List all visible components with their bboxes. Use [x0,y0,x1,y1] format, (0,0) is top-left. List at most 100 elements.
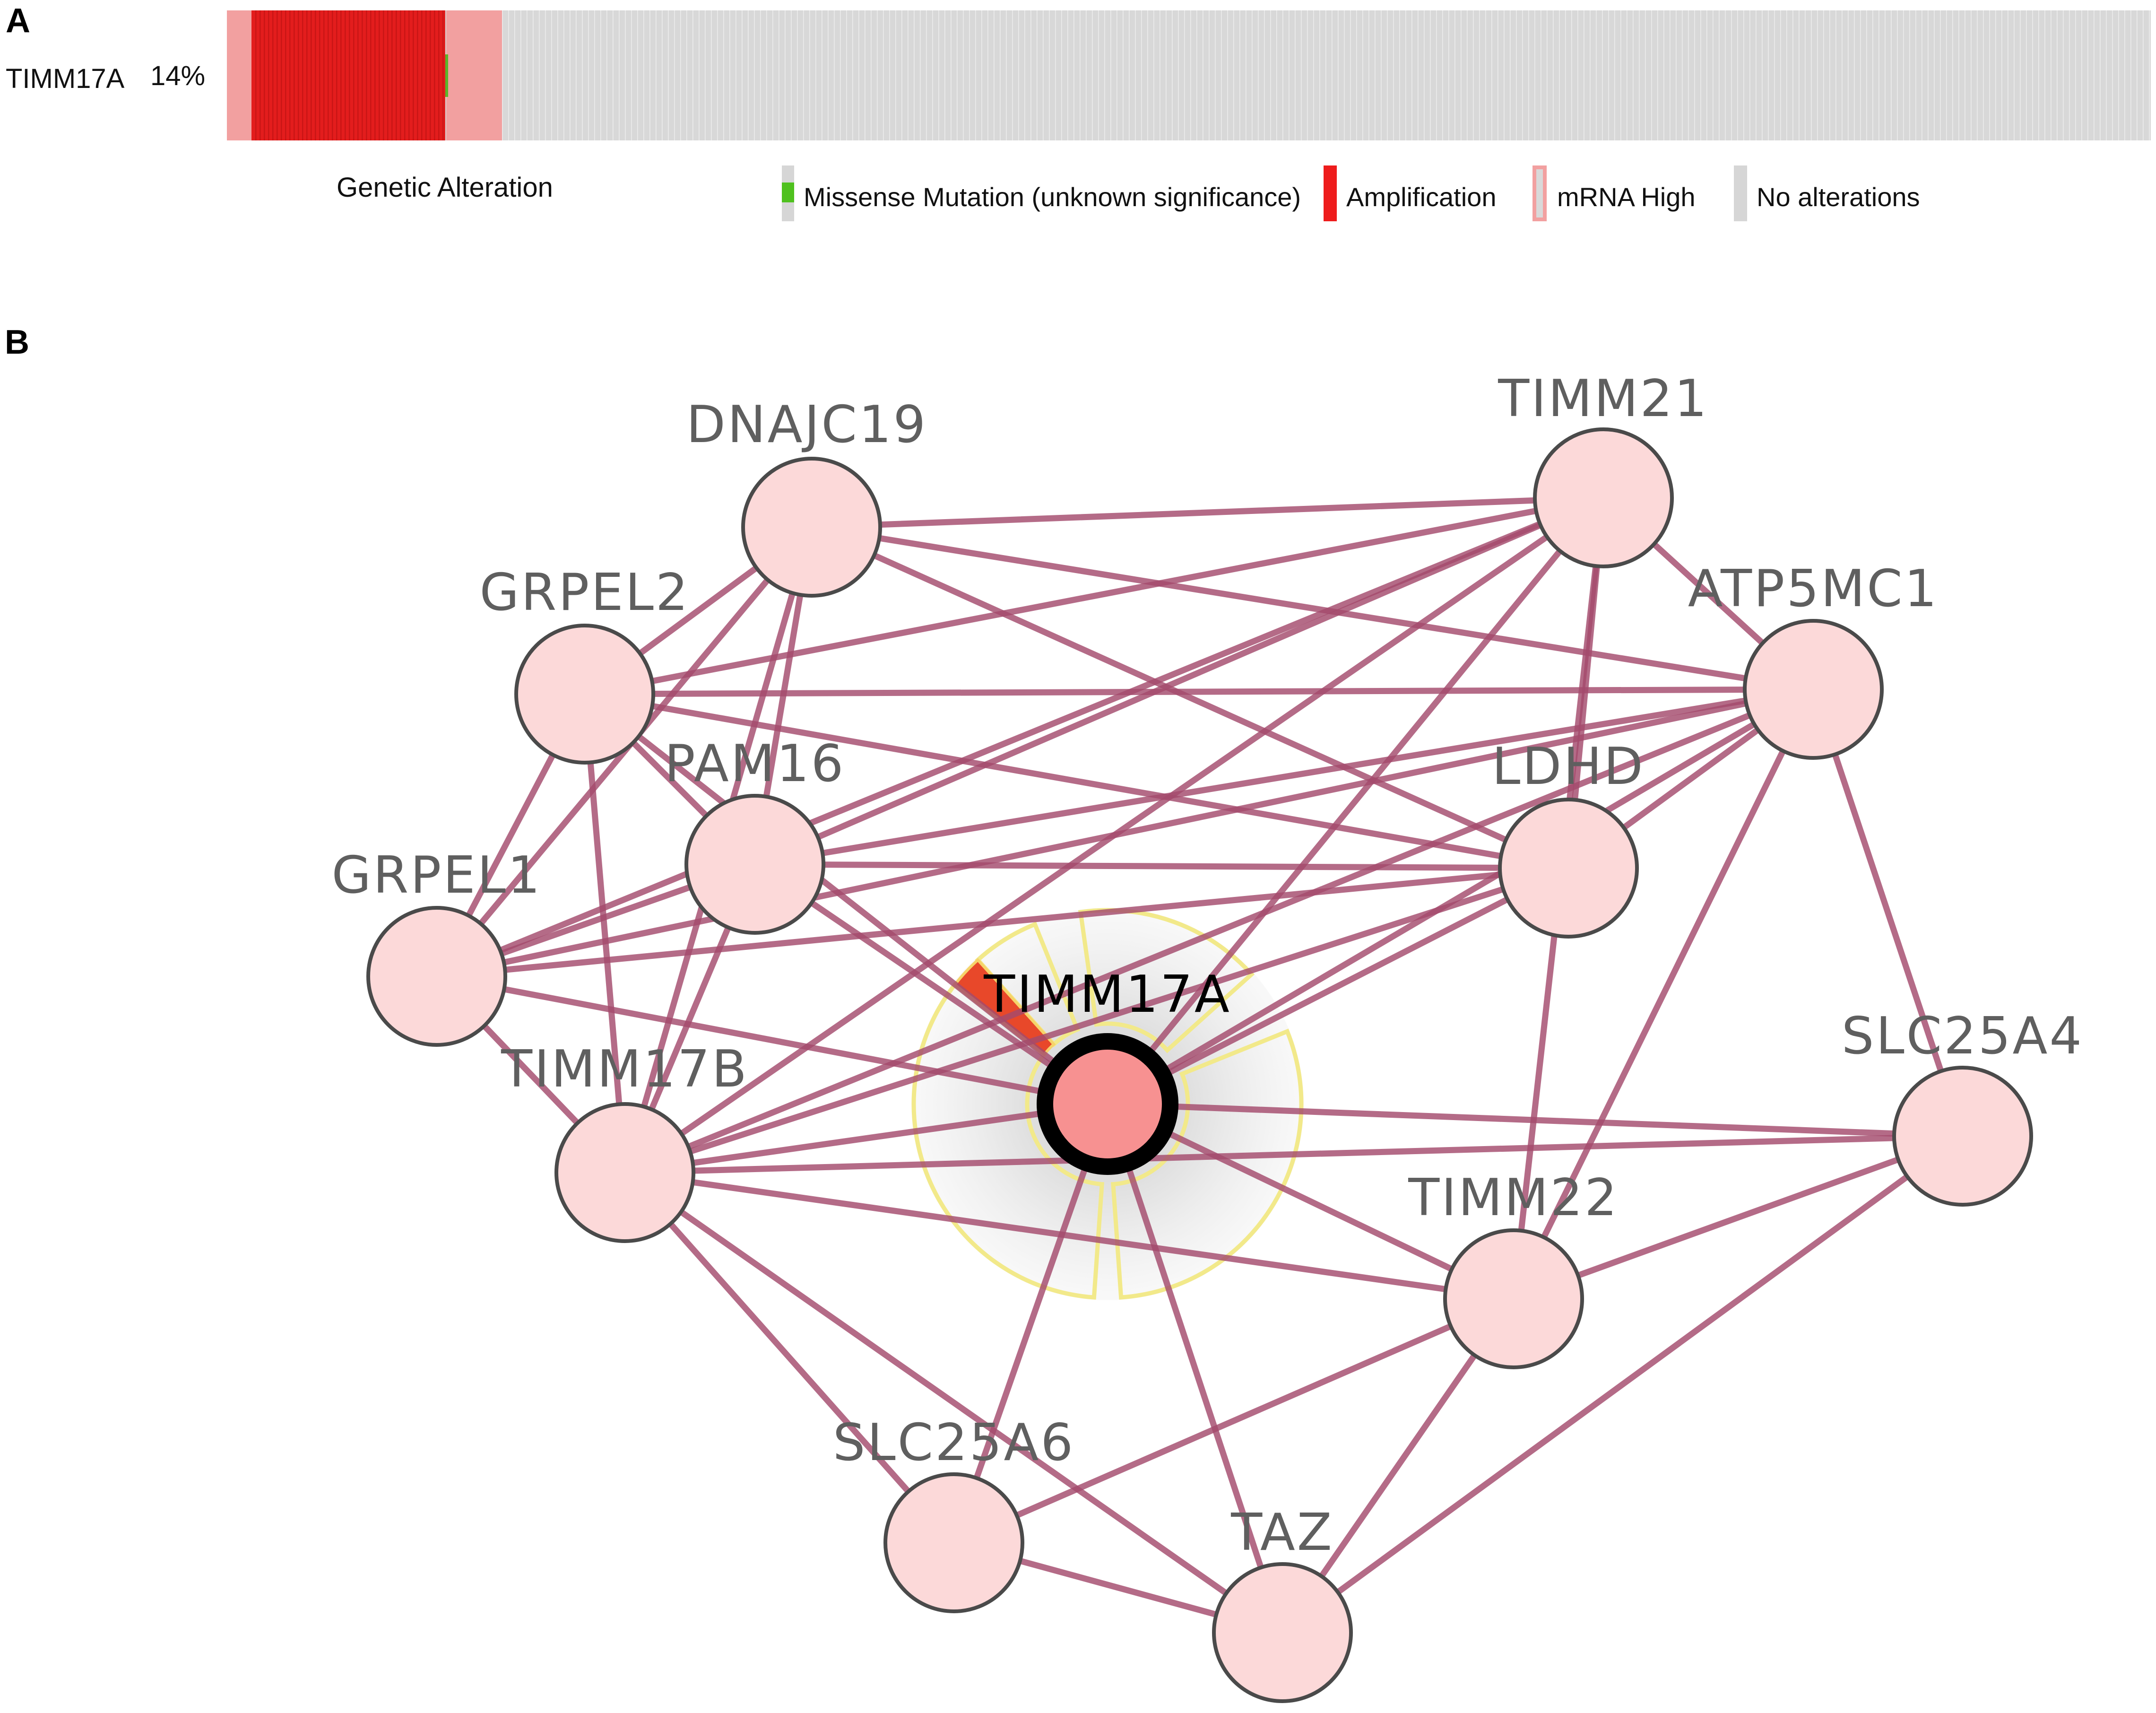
node-taz[interactable]: TAZ [1212,1503,1353,1703]
node-circle-ldhd[interactable] [1498,798,1639,939]
amplification-stripe [315,10,316,140]
sample-stripe [1307,10,1308,140]
sample-stripe [563,10,564,140]
sample-stripe [889,10,890,140]
alteration-percent: 14% [150,61,205,91]
node-circle-timm17b[interactable] [554,1102,695,1243]
sample-stripe [1860,10,1861,140]
amplification-stripe [272,10,274,140]
node-slc25a4[interactable]: SLC25A4 [1842,1007,2084,1207]
node-label-atp5mc1: ATP5MC1 [1688,559,1939,618]
sample-stripe [797,10,798,140]
node-label-timm21: TIMM21 [1498,369,1709,428]
sample-stripe [606,10,607,140]
sample-stripe [705,10,706,140]
sample-stripe [791,10,792,140]
sample-stripe [908,10,909,140]
sample-stripe [1547,10,1548,140]
node-circle-pam16[interactable] [684,794,825,935]
sample-stripe [1430,10,1431,140]
sample-stripe [2032,10,2033,140]
sample-stripe [1620,10,1621,140]
node-dnajc19[interactable]: DNAJC19 [686,395,928,598]
sample-stripe [502,10,503,140]
sample-stripe [877,10,878,140]
node-circle-grpel2[interactable] [514,624,655,765]
no-alteration-bar [227,10,2151,140]
sample-stripe [1313,10,1314,140]
sample-stripe [2020,10,2021,140]
sample-stripe [1934,10,1935,140]
sample-stripe [2130,10,2131,140]
sample-stripe [1676,10,1677,140]
sample-stripe [1172,10,1173,140]
amplification-stripe [298,10,299,140]
amplification-stripe [374,10,376,140]
sample-stripe [914,10,915,140]
node-circle-grpel1[interactable] [366,906,507,1047]
sample-stripe [2057,10,2058,140]
sample-stripe [1670,10,1671,140]
sample-stripe [1289,10,1290,140]
node-circle-taz[interactable] [1212,1562,1353,1703]
oncoprint-track [227,10,2151,140]
sample-stripe [2143,10,2144,140]
query-node-circle[interactable] [1053,1050,1162,1158]
node-circle-slc25a4[interactable] [1892,1066,2033,1207]
edge-ldhd-timm17b [622,865,1572,1176]
node-grpel2[interactable]: GRPEL2 [480,563,690,765]
sample-stripe [1909,10,1910,140]
amplification-stripe [311,10,312,140]
node-timm17a[interactable]: TIMM17A [983,965,1231,1175]
node-atp5mc1[interactable]: ATP5MC1 [1688,559,1939,760]
sample-stripe [1448,10,1449,140]
sample-stripe [834,10,835,140]
sample-stripe [1153,10,1154,140]
sample-stripe [932,10,933,140]
node-ldhd[interactable]: LDHD [1492,737,1645,939]
sample-stripe [1436,10,1437,140]
sample-stripe [2149,10,2150,140]
node-timm17b[interactable]: TIMM17B [501,1040,749,1243]
sample-stripe [2137,10,2138,140]
sample-stripe [1282,10,1283,140]
sample-stripe [852,10,853,140]
node-pam16[interactable]: PAM16 [665,734,846,935]
sample-stripe [1356,10,1357,140]
node-circle-timm21[interactable] [1533,427,1674,568]
sample-stripe [1135,10,1136,140]
sample-stripe [643,10,644,140]
node-circle-slc25a6[interactable] [883,1472,1024,1613]
node-grpel1[interactable]: GRPEL1 [332,846,542,1047]
amplification-stripe [396,10,397,140]
sample-stripe [588,10,589,140]
node-circle-timm22[interactable] [1443,1228,1584,1369]
amplification-stripe [417,10,418,140]
sample-stripe [1559,10,1560,140]
sample-stripe [1688,10,1689,140]
sample-stripe [1092,10,1093,140]
node-label-slc25a4: SLC25A4 [1842,1007,2084,1066]
sample-stripe [1946,10,1947,140]
sample-stripe [674,10,675,140]
panel-a: A TIMM17A 14% Genetic Alteration Missens… [6,2,2151,221]
sample-stripe [1270,10,1271,140]
legend-amplification: Amplification [1324,165,1496,221]
node-circle-dnajc19[interactable] [741,457,882,598]
sample-stripe [1178,10,1179,140]
amplification-stripe [289,10,291,140]
sample-stripe [1239,10,1240,140]
edge-slc25a4-taz [1279,1133,1966,1636]
amplification-stripe [294,10,295,140]
node-slc25a6[interactable]: SLC25A6 [833,1413,1075,1613]
sample-stripe [2087,10,2088,140]
sample-stripe [760,10,761,140]
sample-stripe [1903,10,1904,140]
node-timm21[interactable]: TIMM21 [1498,369,1709,568]
node-timm22[interactable]: TIMM22 [1408,1168,1619,1369]
amplification-stripe [413,10,414,140]
sample-stripe [1209,10,1210,140]
node-circle-atp5mc1[interactable] [1743,619,1884,760]
sample-stripe [815,10,816,140]
sample-stripe [1627,10,1628,140]
